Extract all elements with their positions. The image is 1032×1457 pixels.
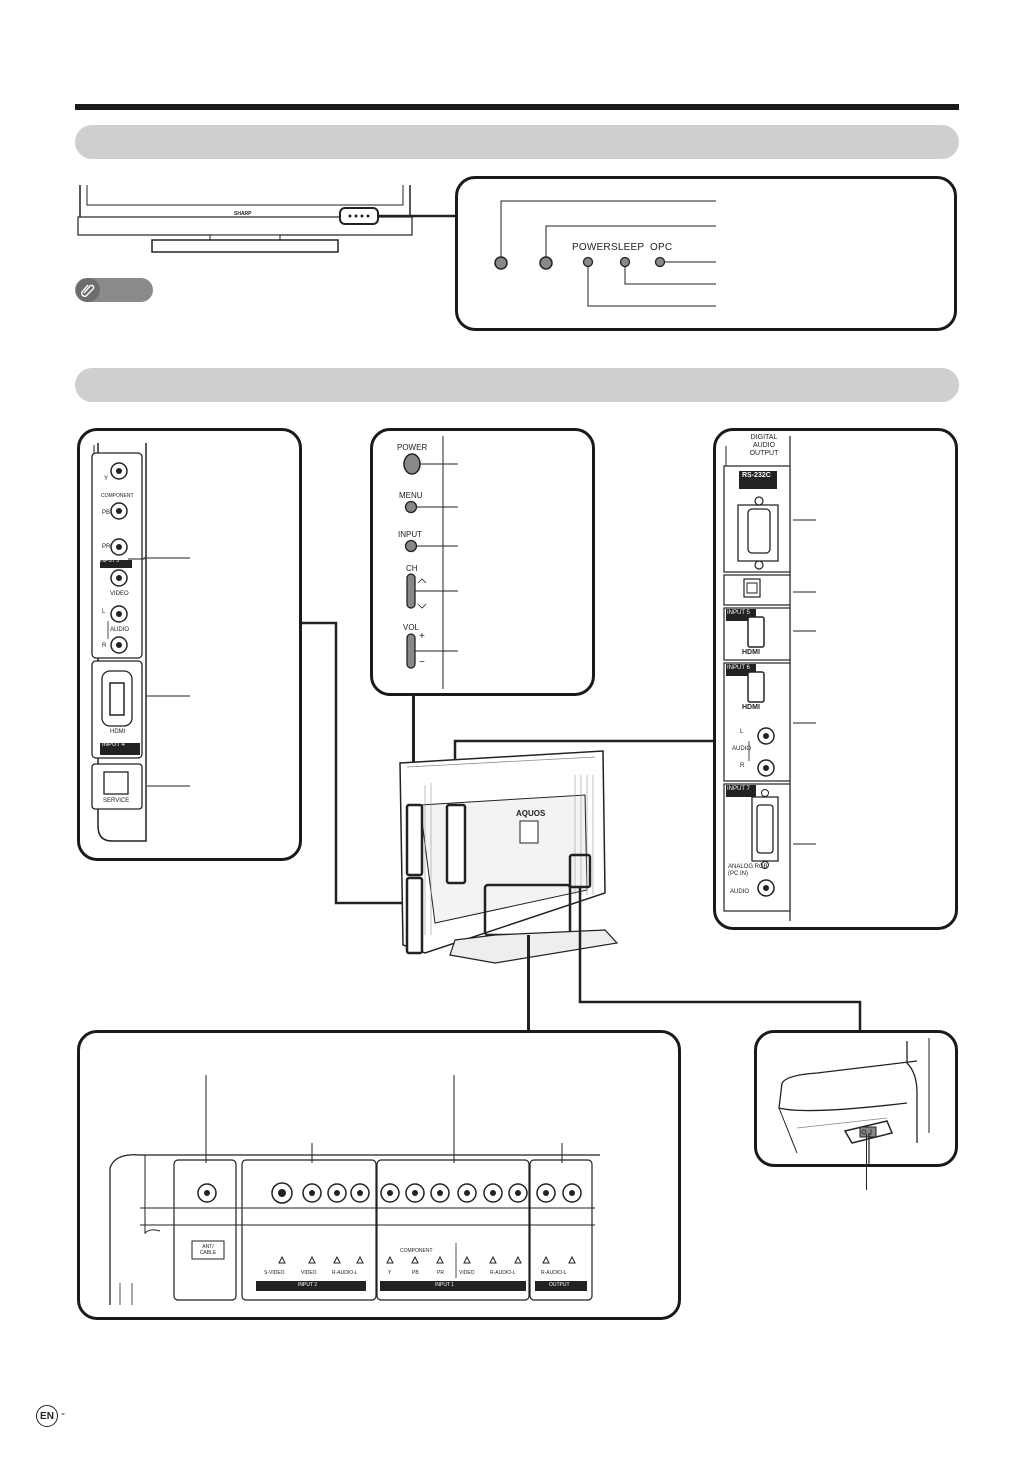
control-button-panel: POWER MENU INPUT CH VOL + − [370, 428, 595, 696]
input6-audio-label: AUDIO [732, 746, 752, 752]
indicator-leader-lines [494, 200, 716, 307]
analog-rgb-label: ANALOG RGB [728, 864, 768, 870]
y-bottom-label: Y [388, 1270, 392, 1276]
input1-audio-label: R-AUDIO-L [490, 1270, 516, 1276]
front-brand-logo: SHARP [234, 211, 252, 217]
ant-cable-label: ANT/ CABLE [195, 1244, 221, 1256]
power-indicator-label: POWER [572, 242, 611, 253]
pb-bottom-label: PB [412, 1270, 419, 1276]
side-terminal-panel: Y COMPONENT PB PR INPUT 3 VIDEO L AUDIO … [77, 428, 302, 861]
hdmi6-logo: HDMI [742, 704, 760, 711]
pr-jack-label: PR [102, 544, 111, 550]
paperclip-icon [76, 278, 100, 302]
side-connector-line [302, 621, 405, 905]
pb-jack-label: PB [102, 510, 111, 516]
s-video-label: S-VIDEO [264, 1270, 285, 1276]
pc-in-label: (PC IN) [728, 871, 748, 877]
bottom-terminal-panel: ANT/ CABLE S-VIDEO VIDEO R-AUDIO-L INPUT… [77, 1030, 681, 1320]
note-badge [75, 278, 153, 302]
pr-bottom-label: PR [437, 1270, 444, 1276]
digital-audio-output-line3: OUTPUT [749, 450, 779, 457]
power-switch-drawing [778, 1038, 930, 1164]
tv-rear-brand: AQUOS [516, 809, 546, 818]
vol-rocker[interactable] [405, 632, 417, 670]
power-connector-line [578, 887, 862, 1030]
ch-button-label: CH [406, 564, 418, 573]
input1-video-label: VIDEO [459, 1270, 475, 1276]
menu-button-label: MENU [399, 491, 423, 500]
vol-plus-label: + [419, 631, 425, 642]
ch-rocker[interactable] [405, 572, 417, 610]
video-jack-label: VIDEO [110, 591, 129, 597]
audio-r-label: R [740, 763, 745, 769]
tv-rear-illustration [399, 750, 619, 964]
vol-minus-label: − [419, 657, 425, 668]
input6-label: INPUT 6 [727, 665, 750, 671]
digital-audio-output-line2: AUDIO [752, 442, 776, 449]
ant-cable-line2: CABLE [199, 1250, 217, 1256]
input1-label: INPUT 1 [435, 1282, 455, 1288]
l-jack-label: L [102, 609, 106, 615]
vol-button-label: VOL [403, 623, 420, 632]
component-label: COMPONENT [101, 493, 134, 499]
component-bottom-label: COMPONENT [400, 1248, 433, 1254]
opc-indicator-label: OPC [650, 242, 673, 253]
rear-terminal-drawing [723, 436, 816, 921]
section-band-front [75, 125, 959, 159]
bottom-connector-line [527, 935, 530, 1032]
page-number-suffix: - [61, 1406, 65, 1420]
digital-audio-output-label: DIGITAL AUDIO OUTPUT [746, 434, 782, 458]
input7-audio-label: AUDIO [730, 889, 750, 895]
indicator-panel: POWER SLEEP OPC [455, 176, 957, 331]
input3-label: INPUT 3 [100, 558, 120, 564]
audio-label: AUDIO [110, 627, 130, 633]
r-jack-label: R [102, 643, 107, 649]
control-panel-drawing [403, 436, 458, 689]
hdmi5-logo: HDMI [742, 649, 760, 656]
y-jack-label: Y [104, 476, 109, 482]
power-button-label: POWER [397, 443, 428, 452]
input-button[interactable] [404, 539, 418, 553]
input7-label: INPUT 7 [727, 786, 750, 792]
digital-audio-output-line1: DIGITAL [750, 434, 778, 441]
service-label: SERVICE [103, 798, 130, 804]
output-label: OUTPUT [549, 1282, 570, 1288]
section-band-rear [75, 368, 959, 402]
sleep-indicator-label: SLEEP [611, 242, 645, 253]
top-rule [75, 104, 959, 110]
audio-l-label: L [740, 729, 744, 735]
rs232c-label: RS-232C [742, 472, 771, 479]
rear-terminal-panel: DIGITAL AUDIO OUTPUT RS-232C INPUT 5 HDM… [713, 428, 958, 930]
hdmi-label: HDMI [110, 729, 126, 735]
input2-audio-label: R-AUDIO-L [332, 1270, 358, 1276]
ant-cable-line1: ANT/ [202, 1244, 214, 1250]
input2-label: INPUT 2 [298, 1282, 318, 1288]
side-terminal-drawing [91, 443, 190, 842]
menu-button[interactable] [404, 500, 418, 514]
input4-label: INPUT 4 [102, 742, 125, 748]
input-button-label: INPUT [398, 530, 422, 539]
power-button[interactable] [403, 451, 421, 477]
output-audio-label: R-AUDIO-L [541, 1270, 567, 1276]
input5-label: INPUT 5 [727, 610, 750, 616]
front-tv-illustration [77, 185, 455, 253]
bottom-terminal-drawing [109, 1075, 600, 1305]
power-switch-panel [754, 1030, 958, 1167]
language-badge: EN [36, 1405, 58, 1427]
input2-video-label: VIDEO [301, 1270, 317, 1276]
control-connector-line [412, 694, 415, 812]
power-switch-leader [866, 1134, 868, 1190]
